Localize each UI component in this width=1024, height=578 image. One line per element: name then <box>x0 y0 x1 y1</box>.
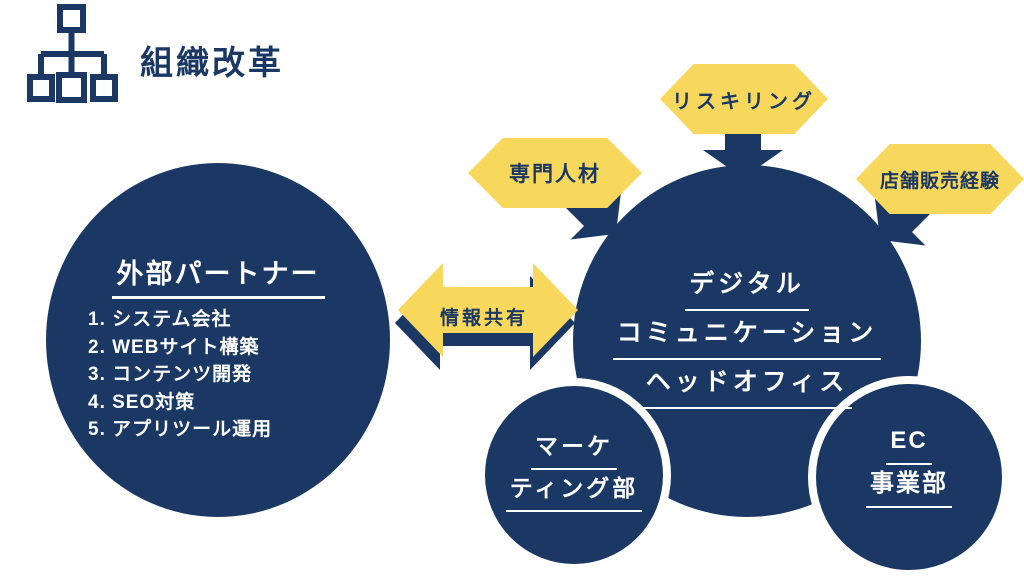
badge-specialist-label: 専門人材 <box>509 163 601 186</box>
badge-reskilling-label: リスキリング <box>672 90 816 113</box>
badge-reskilling: リスキリング <box>660 64 828 134</box>
ec-line-2: 事業部 <box>866 465 952 508</box>
marketing-dept-label: マーケ ティング部 <box>477 428 671 512</box>
external-partner-title: 外部パートナー <box>46 252 390 299</box>
badge-retail-experience: 店舗販売経験 <box>856 144 1024 214</box>
dc-line-2: コミュニケーション <box>612 311 882 360</box>
list-item: 3. コンテンツ開発 <box>88 364 253 385</box>
org-chart-icon <box>27 4 118 103</box>
dc-line-3: ヘッドオフィス <box>641 360 853 409</box>
list-item: 2. WEBサイト構築 <box>88 336 260 358</box>
external-partner-title-text: 外部パートナー <box>111 252 325 299</box>
ec-dept-circle <box>808 376 1010 578</box>
badge-specialist: 専門人材 <box>468 138 642 208</box>
info-sharing-label: 情報共有 <box>439 308 528 329</box>
marketing-dept-circle <box>477 378 671 572</box>
list-item: 5. アプリツール運用 <box>88 419 273 440</box>
dc-line-1: デジタル <box>685 262 809 311</box>
digital-communication-title: デジタル コミュニケーション ヘッドオフィス <box>573 262 921 409</box>
external-partner-list: 1. システム会社 2. WEBサイト構築 3. コンテンツ開発 4. SEO対… <box>88 306 272 444</box>
marketing-line-1: マーケ <box>531 428 617 470</box>
marketing-line-2: ティング部 <box>505 470 643 512</box>
page-title: 組織改革 <box>140 44 284 81</box>
badge-retail-label: 店舗販売経験 <box>879 170 1000 192</box>
ec-dept-label: EC 事業部 <box>808 422 1010 508</box>
external-partner-circle <box>46 163 390 517</box>
arrow-down-icon <box>703 128 783 178</box>
ec-line-1: EC <box>886 422 932 465</box>
list-item: 4. SEO対策 <box>88 391 196 413</box>
list-item: 1. システム会社 <box>88 309 232 330</box>
double-arrow-icon <box>398 263 578 357</box>
